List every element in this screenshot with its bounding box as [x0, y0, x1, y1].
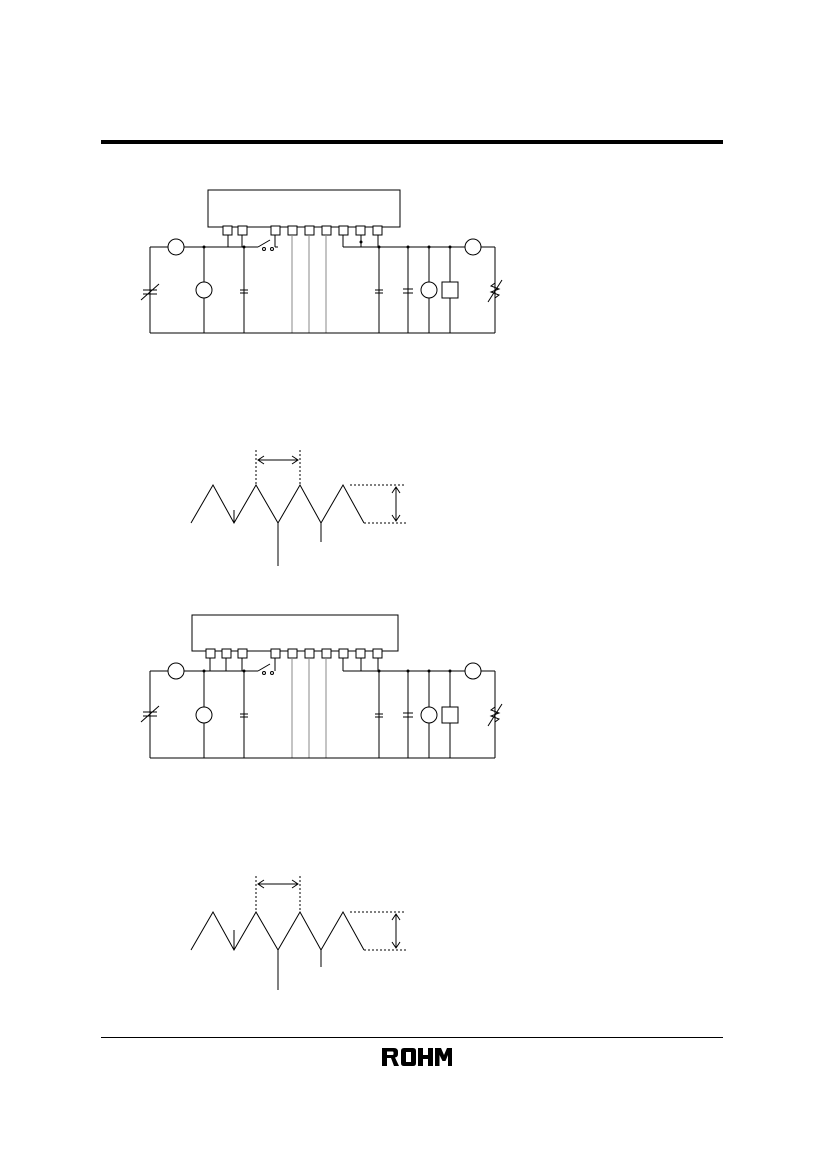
circuit-2-group: [140, 614, 503, 759]
switch-1: [257, 239, 271, 248]
ic-pins-2: [205, 648, 383, 659]
triangle-wave-1: [190, 483, 365, 525]
waveform-1-group: [190, 450, 406, 566]
source-circle-1: [167, 238, 185, 256]
switch-2: [257, 663, 271, 672]
load-box-2: [441, 706, 459, 724]
source-circle-2: [464, 238, 482, 256]
ic-pins-1: [222, 225, 383, 236]
source-circle-3: [167, 662, 185, 680]
meter-circle-1: [195, 281, 213, 299]
footer-rule: [101, 1037, 723, 1038]
meter-circle-3: [195, 706, 213, 724]
triangle-wave-2: [190, 910, 365, 952]
ic-package-1: [207, 189, 401, 228]
rohm-logo: [382, 1048, 452, 1066]
meter-circle-2: [420, 281, 438, 299]
waveform-2-group: [190, 876, 406, 990]
circuit-1-group: [140, 189, 503, 334]
load-box-1: [441, 281, 459, 299]
source-circle-4: [464, 662, 482, 680]
header-rule: [101, 140, 723, 144]
meter-circle-4: [420, 706, 438, 724]
ic-package-2: [191, 614, 399, 652]
